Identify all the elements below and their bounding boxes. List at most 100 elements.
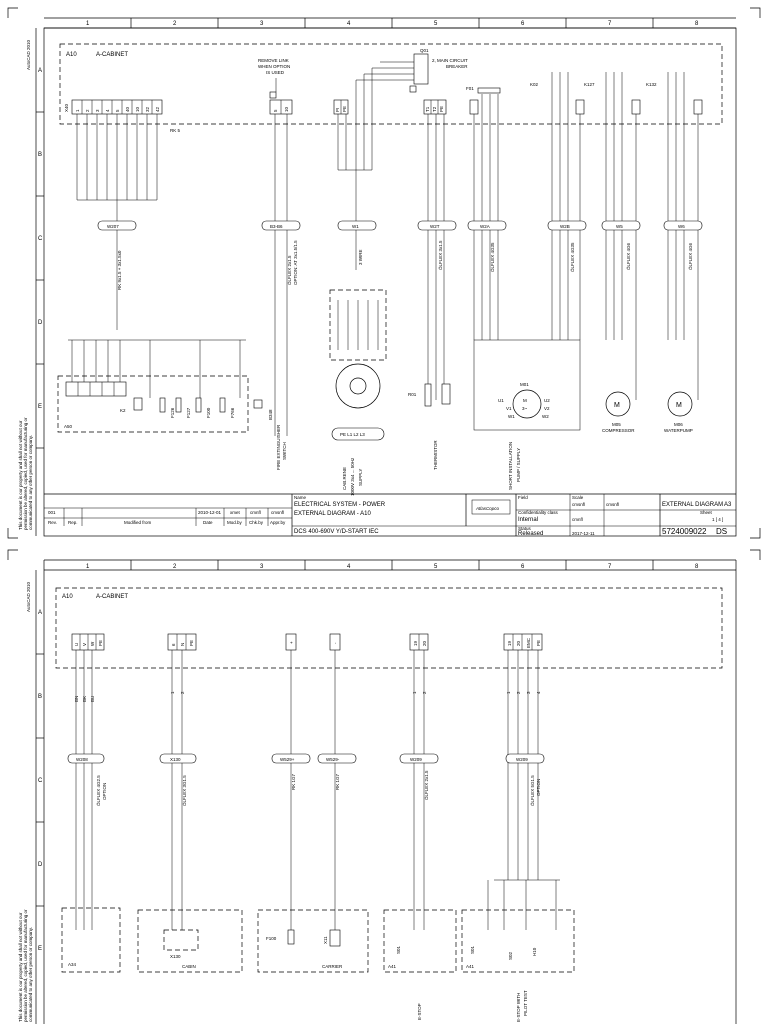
x130-t-n: N: [180, 643, 185, 646]
row-e: E: [38, 404, 42, 410]
w209b-t4: PE: [536, 640, 541, 646]
cable-w2a-spec: ÖLFLEX 4G35: [489, 242, 495, 272]
group-w209-a: 19 20 1 2 W209 ÖLFLEX 2x1.5 S01 A41 E-ST…: [383, 633, 457, 1020]
m01-label: M01: [520, 382, 529, 387]
s2-legal-3: communicated to any other person or comp…: [28, 927, 33, 1022]
w208-c2: BK: [82, 696, 87, 702]
cable-w2t: W2T: [430, 224, 440, 229]
reg-date: 2017-12-11: [572, 531, 595, 536]
x40-t6: 40: [125, 106, 130, 112]
h-modified: Modified from: [124, 520, 152, 525]
s01b-label: S01: [470, 945, 475, 954]
row-b: B: [38, 152, 42, 158]
cable-w2a: W2A: [480, 224, 490, 229]
supply-text-1: CAB.RENE: [342, 467, 347, 490]
fuse-f126: F126: [170, 407, 175, 418]
x130-c2: 2: [180, 691, 185, 694]
w1-t-pi: PI: [335, 108, 340, 112]
name-label: Name: [294, 495, 307, 500]
w2t-pe: PE: [439, 106, 444, 112]
rk-label: RK 5: [170, 128, 181, 133]
link-terminals: REMOVE LINK WHEN OPTION IS USED 5 10: [258, 58, 293, 340]
sheet-label: Sheet: [700, 510, 713, 515]
w209b-c1: 1: [506, 691, 511, 694]
x40-t3: 3: [95, 109, 100, 112]
col-8: 8: [695, 21, 699, 27]
x40-t1: 1: [75, 109, 80, 112]
cable-b3b6-spec: ÖLFLEX 2x1.5: [286, 255, 292, 285]
group-w529-minus: - W529- RK 1G7 X11: [317, 633, 357, 947]
estop2-1: E-STOP WITH: [516, 993, 521, 1022]
k127-contactor: K127: [584, 72, 641, 400]
w209a-spec: ÖLFLEX 2x1.5: [423, 770, 429, 800]
status-label: Status: [518, 526, 532, 531]
sheet-number: 1 [ 4 ]: [712, 517, 723, 522]
col-3: 3: [260, 21, 264, 27]
x40-t5: 5: [115, 109, 120, 112]
legal-3: communicated to any other person or comp…: [28, 435, 33, 530]
w529p-spec: RK 1G7: [291, 773, 296, 790]
m01-w1: W1: [508, 414, 515, 419]
x40-t2: 2: [85, 109, 90, 112]
r01-label: R01: [408, 392, 417, 397]
x130-inner: X130: [170, 954, 181, 959]
x11-label: X11: [323, 936, 328, 944]
k02-contactor: K02: [530, 72, 585, 340]
f100-label: F100: [266, 936, 277, 941]
row-ruler: A B C D E: [35, 28, 44, 536]
w209b-spec: ÖLFLEX 5G1.5: [529, 775, 535, 806]
s2-row-b: B: [38, 694, 42, 700]
w1-terminals: PI PE: [333, 68, 373, 270]
s2-row-a: A: [38, 610, 42, 616]
m05-compressor: M M05 COMPRESSOR: [602, 391, 635, 433]
a50-label: A50: [64, 424, 73, 429]
x130-c1: 1: [170, 691, 175, 694]
m01-v1: V1: [506, 406, 512, 411]
s2-col-7: 7: [608, 564, 612, 570]
row-c: C: [38, 236, 43, 242]
cable-w5: W5: [616, 224, 623, 229]
m01-v2: V2: [544, 406, 550, 411]
row-a: A: [38, 68, 42, 74]
w529p-term: +: [289, 641, 294, 644]
estop2-2: PILOT TEST: [523, 990, 528, 1016]
x40-t4: 4: [105, 109, 110, 112]
cable-w207-spec: RK 9x1.5 + 3x1.5x0: [117, 250, 122, 290]
rev-code: 001: [48, 510, 56, 515]
x40-t7: 10: [135, 106, 140, 112]
rev-app: cmsnfl: [271, 510, 284, 515]
h-rev: Rev.: [48, 520, 57, 525]
box-cabin: CABIN: [182, 964, 196, 969]
sheet-1: 1 2 3 4 5 6 7 8 A B C D E AutoCAD 2010 A…: [7, 7, 761, 539]
h10-label: H10: [532, 947, 537, 956]
s2-col-4: 4: [347, 564, 351, 570]
doc-lang: DS: [716, 527, 727, 536]
m01-note-1: SHORT INSTALLATION: [508, 442, 513, 490]
sheet-size: A3: [724, 502, 732, 508]
a50-module: A50 K2 F126 F127 F100 F766: [57, 339, 249, 433]
q01-text2: BREAKER: [446, 64, 468, 69]
s02-label: S02: [508, 951, 513, 960]
w209b-t1: 19: [507, 640, 512, 646]
m01-u1: U1: [498, 398, 504, 403]
w208-id: W208: [76, 757, 88, 762]
w209b-t2: 20: [516, 640, 521, 646]
cable-b3b6-spec2: OPTION: AT 3x1.5/1.5: [293, 240, 298, 285]
w529m-spec: RK 1G7: [335, 773, 340, 790]
group-w529-plus: + W529+ RK 1G7 F100 CARRIER: [257, 633, 369, 973]
x130-id: X130: [170, 757, 181, 762]
w209a-c2: 2: [422, 691, 427, 694]
approver: cmsnfl: [606, 502, 619, 507]
x40-label: X40: [64, 103, 69, 112]
supply-text-2: 1000V 3x4 ... 50Hz: [350, 457, 355, 496]
h-rep: Rep.: [68, 520, 78, 525]
group-x130: 6 N PE 1 2 X130 ÖLFLEX 3G1.5 X130 CABIN: [137, 633, 243, 973]
w209a-c1: 1: [412, 691, 417, 694]
m06-name: WATERPUMP: [664, 428, 693, 433]
m01-phase: 3~: [522, 406, 528, 411]
cable-w207: W207: [107, 224, 119, 229]
x130-t-6: 6: [171, 643, 176, 646]
m01-symbol: [512, 389, 542, 419]
s2-autocad-label: AutoCAD 2010: [26, 581, 31, 612]
